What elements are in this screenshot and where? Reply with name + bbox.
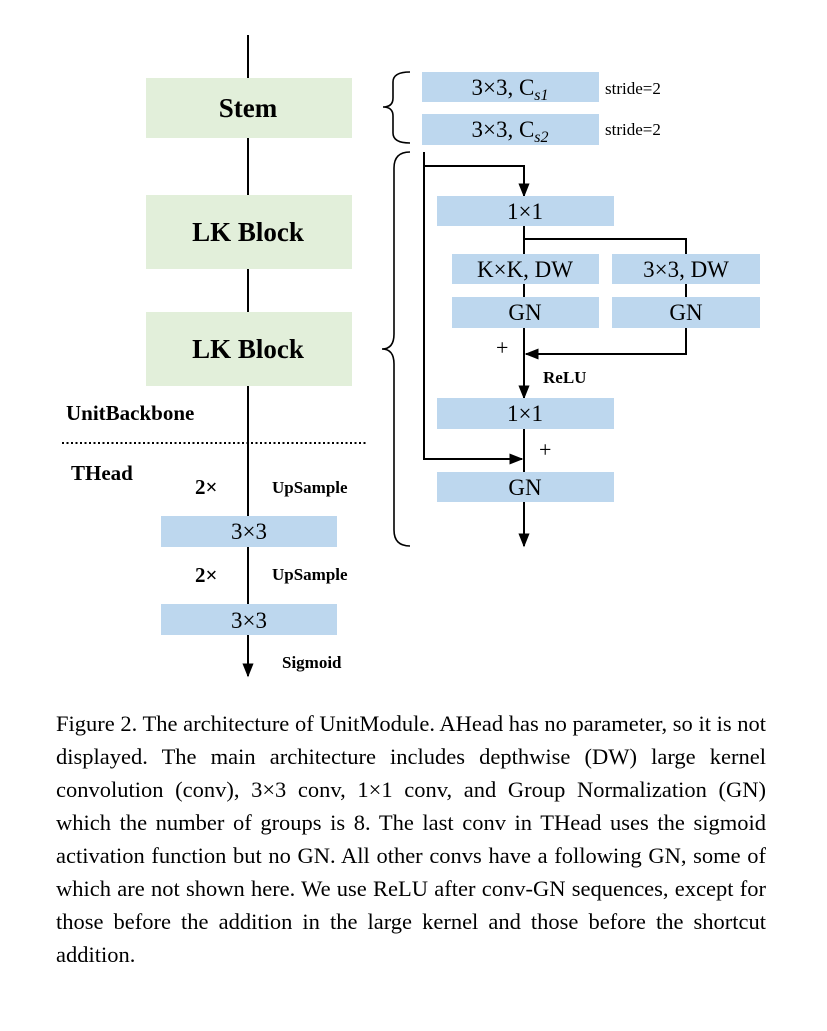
figure-caption: Figure 2. The architecture of UnitModule…: [56, 711, 766, 967]
lk-block-brace: [381, 151, 411, 547]
upsample-label-1: UpSample: [272, 478, 348, 497]
lk-dw-small-label: 3×3, DW: [643, 257, 729, 282]
stem-conv-2-box: [422, 114, 599, 145]
plus-2: +: [539, 437, 551, 462]
stem-block: [146, 78, 352, 138]
thead-conv-1-label: 3×3: [231, 519, 267, 544]
lk-dw-small-box: [612, 254, 760, 284]
lk-right-branch-merge: [524, 328, 687, 360]
lk-gn-right-box: [612, 297, 760, 328]
lk-conv-1x1-bottom-label: 1×1: [507, 401, 543, 426]
upsample-factor-1: 2×: [195, 475, 217, 499]
stride-2-label: stride=2: [605, 120, 661, 139]
lk-conv-1x1-top-box: [437, 196, 614, 226]
lk-gn-left-box: [452, 297, 599, 328]
stem-label: Stem: [219, 93, 278, 123]
stem-conv-2-label: 3×3, Cs2: [471, 117, 548, 146]
stem-conv-1-box: [422, 72, 599, 102]
lk-dw-large-box: [452, 254, 599, 284]
lk-gn-bottom-label: GN: [508, 475, 542, 500]
unit-backbone-label: UnitBackbone: [66, 401, 194, 425]
lk-conv-1x1-top-label: 1×1: [507, 199, 543, 224]
thead-conv-2-box: [161, 604, 337, 635]
lk-dw-large-label: K×K, DW: [477, 257, 573, 282]
lk-branch-right-line: [524, 238, 687, 254]
lk-conv-1x1-bottom-box: [437, 398, 614, 429]
lk-block-1: [146, 195, 352, 269]
lk-input-to-conv: [424, 165, 530, 198]
thead-conv-1-box: [161, 516, 337, 547]
lk-block-2-label: LK Block: [192, 334, 304, 364]
sigmoid-label: Sigmoid: [282, 653, 342, 672]
stride-1-label: stride=2: [605, 79, 661, 98]
lk-block-2: [146, 312, 352, 386]
lk-gn-bottom-box: [437, 472, 614, 502]
architecture-diagram: Stem LK Block LK Block UnitBackbone THea…: [62, 35, 760, 678]
lk-gn-right-label: GN: [669, 300, 703, 325]
thead-label: THead: [71, 461, 133, 485]
upsample-factor-2: 2×: [195, 563, 217, 587]
thead-conv-2-label: 3×3: [231, 608, 267, 633]
plus-1: +: [496, 335, 508, 360]
lk-gn-left-label: GN: [508, 300, 542, 325]
upsample-label-2: UpSample: [272, 565, 348, 584]
stem-brace: [382, 71, 411, 144]
lk-block-1-label: LK Block: [192, 217, 304, 247]
stem-conv-1-label: 3×3, Cs1: [471, 75, 548, 104]
relu-label: ReLU: [543, 368, 586, 387]
